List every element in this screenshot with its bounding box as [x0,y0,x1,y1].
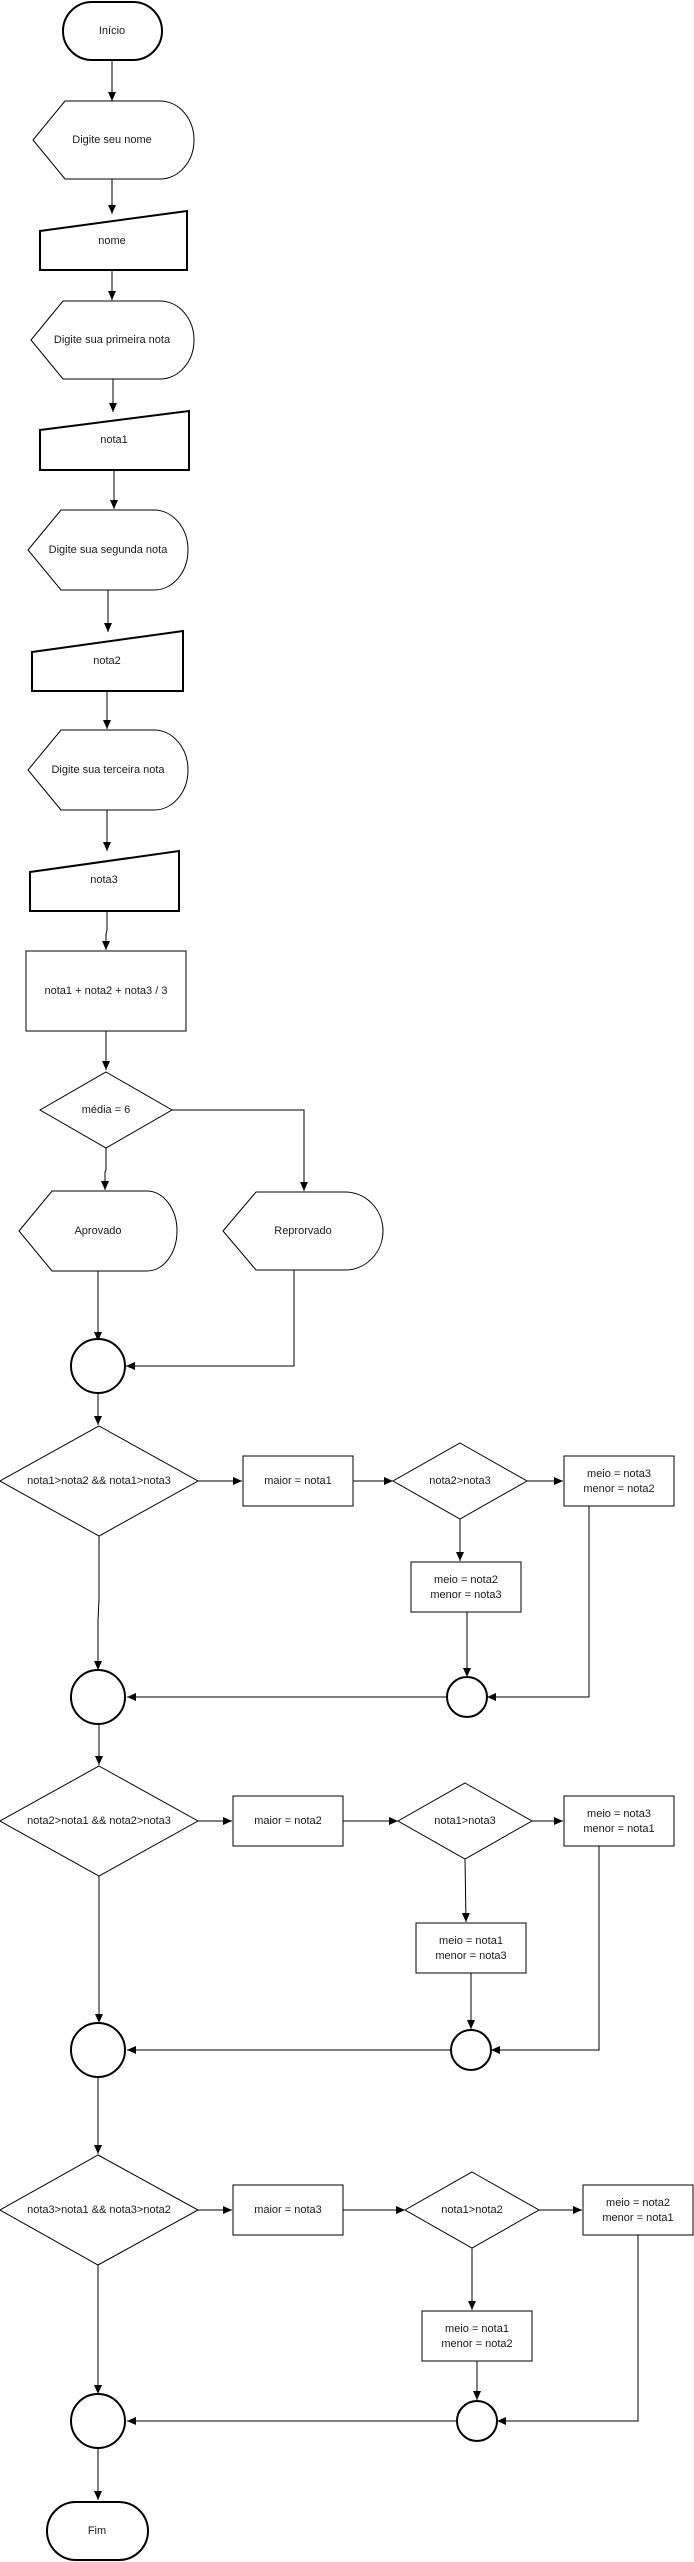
process-block3-down: meio = nota1 menor = nota2 [421,2310,533,2362]
input-first: nota1 [39,409,190,471]
block2-condition-label: nota2>nota1 && nota2>nota3 [27,1815,171,1827]
end-terminator: Fim [46,2501,149,2561]
decision-block2: nota2>nota1 && nota2>nota3 [0,1765,200,1877]
process-block2-down: meio = nota1 menor = nota3 [415,1922,527,1974]
display-failed: Reprorvado [222,1191,384,1271]
join-connector-block3 [456,2400,498,2442]
block2-max-label: maior = nota2 [254,1815,322,1827]
merge-connector-block2 [70,2022,126,2078]
process-block1-right: meio = nota3 menor = nota2 [563,1455,675,1507]
decision-block1-sub: nota2>nota3 [391,1442,529,1520]
decision-block2-sub: nota1>nota3 [396,1782,534,1860]
decision-average-label: média = 6 [82,1104,131,1116]
edge-input-third-to-compute [102,911,110,950]
edge-failed-to-merge [126,1270,295,1370]
input-third: nota3 [29,849,180,912]
block3-right-line1: meio = nota2 [606,2197,670,2209]
block3-max-label: maior = nota3 [254,2204,322,2216]
display-prompt-first: Digite sua primeira nota [30,300,195,380]
prompt-name-label: Digite seu nome [72,134,152,146]
edge-decision-to-approved [101,1148,109,1190]
input-first-label: nota1 [100,434,128,446]
decision-block3: nota3>nota1 && nota3>nota2 [0,2154,200,2266]
display-prompt-name: Digite seu nome [32,100,195,180]
decision-average: média = 6 [38,1071,174,1149]
block1-right-line1: meio = nota3 [587,1468,651,1480]
join-connector-block1 [446,1676,488,1718]
block1-right-line2: menor = nota2 [583,1483,654,1495]
block3-right-line2: menor = nota1 [602,2212,673,2224]
process-block3-max: maior = nota3 [232,2184,344,2236]
decision-block3-sub: nota1>nota2 [403,2171,541,2249]
process-block1-max: maior = nota1 [242,1455,354,1507]
edge-block2-sub-to-down [461,1858,470,1923]
display-prompt-third: Digite sua terceira nota [27,729,189,811]
failed-label: Reprorvado [274,1225,331,1237]
input-name-label: nome [98,235,126,247]
start-terminator: Início [62,1,163,61]
input-third-label: nota3 [90,874,118,886]
process-block1-down: meio = nota2 menor = nota3 [410,1561,522,1613]
block2-right-line2: menor = nota1 [583,1823,654,1835]
process-compute: nota1 + nota2 + nota3 / 3 [25,950,187,1032]
merge-connector-result [70,1338,126,1394]
approved-label: Aprovado [74,1225,121,1237]
edge-block3-right-to-join [497,2235,639,2425]
block2-down-line1: meio = nota1 [439,1935,503,1947]
edge-block1-false-to-merge [94,1536,102,1670]
edge-block1-right-to-join [487,1506,590,1701]
decision-block1: nota1>nota2 && nota1>nota3 [0,1425,200,1537]
block1-condition-label: nota1>nota2 && nota1>nota3 [27,1475,171,1487]
edge-decision-to-failed [172,1109,308,1191]
prompt-third-label: Digite sua terceira nota [51,764,165,776]
edge-block2-right-to-join [491,1846,600,2054]
display-approved: Aprovado [18,1190,178,1272]
input-second: nota2 [31,629,184,692]
merge-connector-block1 [70,1669,126,1725]
start-label: Início [99,25,125,37]
block2-right-line1: meio = nota3 [587,1808,651,1820]
prompt-second-label: Digite sua segunda nota [49,544,169,556]
process-block2-max: maior = nota2 [232,1795,344,1847]
prompt-first-label: Digite sua primeira nota [54,334,171,346]
input-second-label: nota2 [93,655,121,667]
block1-down-line1: meio = nota2 [434,1574,498,1586]
merge-connector-block3 [70,2393,126,2449]
input-name: nome [39,209,188,271]
block3-condition-label: nota3>nota1 && nota3>nota2 [27,2204,171,2216]
block1-max-label: maior = nota1 [264,1475,332,1487]
join-connector-block2 [450,2029,492,2071]
display-prompt-second: Digite sua segunda nota [27,509,189,591]
process-block3-right: meio = nota2 menor = nota1 [582,2184,694,2236]
block1-down-line2: menor = nota3 [430,1589,501,1601]
block3-down-line2: menor = nota2 [441,2338,512,2350]
compute-label: nota1 + nota2 + nota3 / 3 [45,985,168,997]
block2-sub-label: nota1>nota3 [434,1815,495,1827]
block1-sub-label: nota2>nota3 [429,1475,490,1487]
block2-down-line2: menor = nota3 [435,1950,506,1962]
block3-down-line1: meio = nota1 [445,2323,509,2335]
end-label: Fim [88,2525,106,2537]
block3-sub-label: nota1>nota2 [441,2204,502,2216]
process-block2-right: meio = nota3 menor = nota1 [563,1795,675,1847]
